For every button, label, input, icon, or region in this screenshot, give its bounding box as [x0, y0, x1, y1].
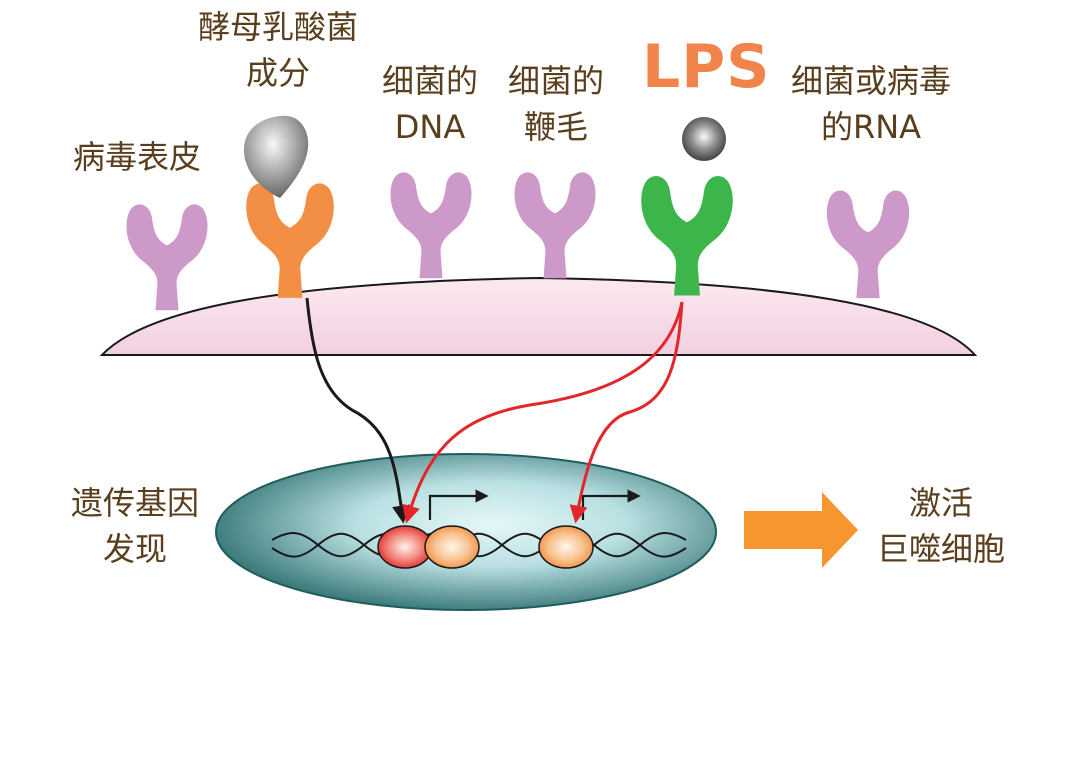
label-line: 激活: [908, 484, 973, 522]
label-line: 鞭毛: [523, 108, 588, 146]
label-line: 细菌的: [381, 62, 478, 100]
protein-orange: [424, 525, 480, 569]
ligand-icon: [682, 117, 726, 161]
label-gene-expression: 遗传基因 发现: [60, 480, 210, 572]
label-line: 细菌或病毒: [790, 62, 951, 100]
signal-path-red: [402, 301, 684, 524]
signal-path-red: [569, 301, 684, 524]
label-yeast-lactobacillus: 酵母乳酸菌 成分: [188, 4, 368, 96]
gene-arrow-icon: [428, 489, 489, 520]
cell-membrane: [99, 276, 978, 356]
label-line: DNA: [394, 108, 466, 146]
label-bacterial-viral-rna: 细菌或病毒 的RNA: [778, 58, 964, 150]
label-line: 成分: [245, 54, 310, 92]
protein-orange: [538, 525, 594, 569]
label-line: 遗传基因: [70, 484, 199, 522]
label-bacterial-flagella: 细菌的 鞭毛: [496, 58, 616, 150]
label-activate-macrophage: 激活 巨噬细胞: [866, 480, 1016, 572]
label-line: 巨噬细胞: [876, 530, 1005, 568]
label-lps: LPS: [642, 32, 771, 102]
dna-strands: [271, 532, 687, 558]
signal-path-black: [305, 297, 410, 524]
label-viral-coat: 病毒表皮: [72, 138, 201, 176]
ligand-icon: [244, 115, 309, 198]
activation-arrow-icon: [744, 492, 858, 568]
label-line: 发现: [102, 530, 167, 568]
receptor-icon: [641, 175, 733, 296]
receptor-icon: [514, 172, 596, 279]
label-line: 细菌的: [507, 62, 604, 100]
label-line: 酵母乳酸菌: [197, 8, 358, 46]
receptor-icon: [826, 190, 910, 299]
protein-red: [377, 525, 433, 569]
receptor-icon: [390, 172, 472, 279]
receptor-icon: [126, 204, 208, 311]
receptor-icon: [246, 183, 334, 298]
label-bacterial-dna: 细菌的 DNA: [370, 58, 490, 150]
label-line: 的RNA: [820, 108, 922, 146]
